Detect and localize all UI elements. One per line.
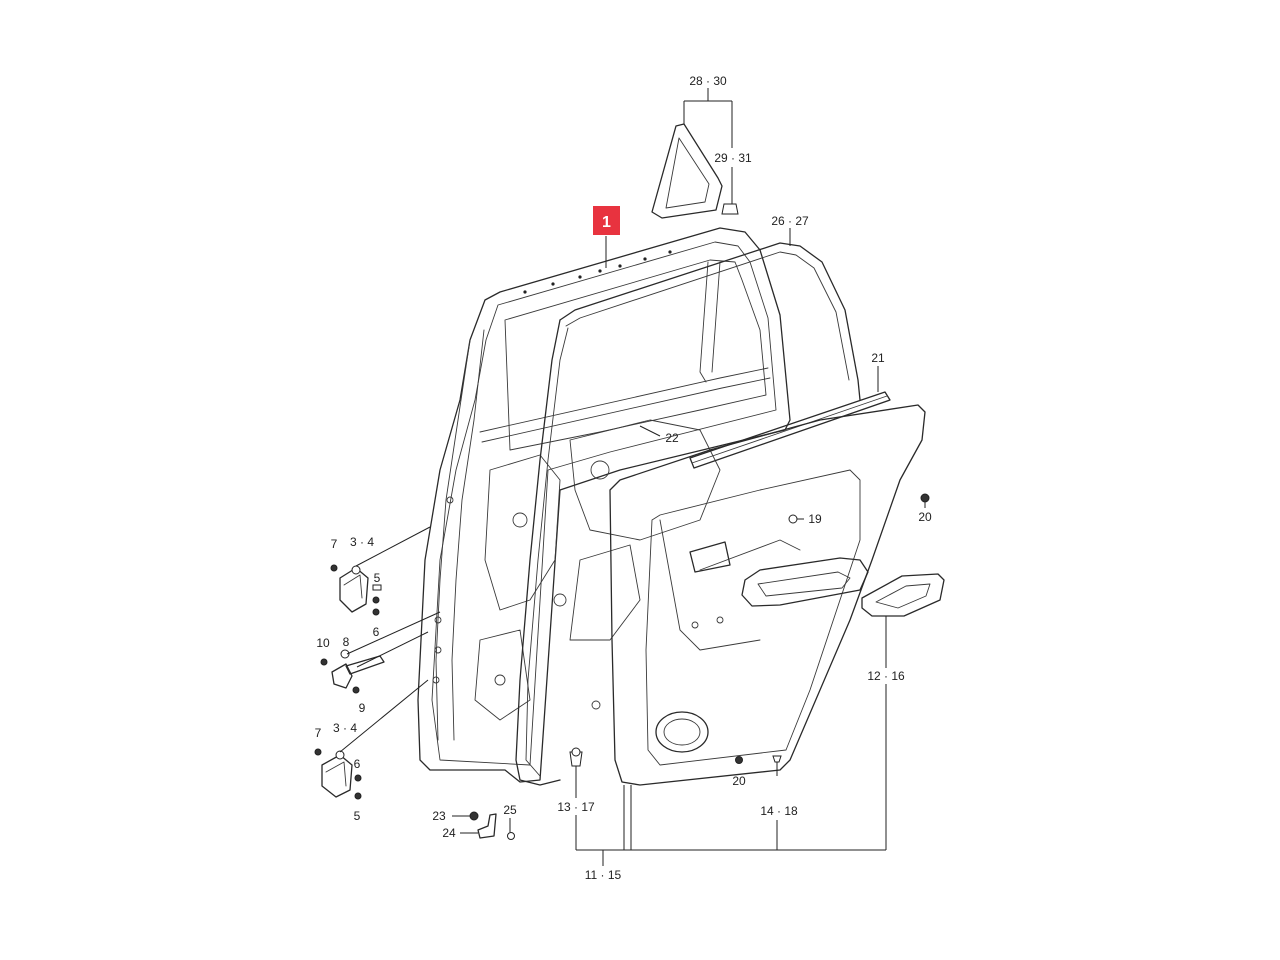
lower-hinge <box>314 748 362 800</box>
callout-8[interactable]: 8 <box>343 635 350 649</box>
callout-3-4-lower[interactable]: 3 · 4 <box>333 721 357 735</box>
callout-22[interactable]: 22 <box>665 431 679 445</box>
callout-11-15[interactable]: 11 · 15 <box>585 868 622 882</box>
callout-26-27[interactable]: 26 · 27 <box>771 214 809 228</box>
striker-plate <box>469 811 515 840</box>
window-switch-bezel <box>861 573 945 617</box>
part-1-badge[interactable]: 1 <box>593 206 620 235</box>
badge-background <box>593 206 620 235</box>
callout-28-30[interactable]: 28 · 30 <box>689 74 727 88</box>
callout-6-upper[interactable]: 6 <box>373 625 380 639</box>
callout-14-18[interactable]: 14 · 18 <box>760 804 798 818</box>
callout-20-lower[interactable]: 20 <box>732 774 746 788</box>
window-belt-channel <box>689 391 891 469</box>
door-trim-panel <box>609 404 926 786</box>
callout-13-17[interactable]: 13 · 17 <box>557 800 595 814</box>
door-weatherstrip <box>515 242 861 786</box>
clips-and-screws <box>569 493 930 776</box>
callout-19[interactable]: 19 <box>808 512 822 526</box>
callout-23[interactable]: 23 <box>432 809 446 823</box>
callout-9[interactable]: 9 <box>359 701 366 715</box>
callout-12-16[interactable]: 12 · 16 <box>867 669 905 683</box>
callout-24[interactable]: 24 <box>442 826 456 840</box>
callout-3-4-upper[interactable]: 3 · 4 <box>350 535 374 549</box>
callout-10[interactable]: 10 <box>316 636 330 650</box>
callout-5-upper[interactable]: 5 <box>374 571 381 585</box>
callout-7-lower[interactable]: 7 <box>315 726 322 740</box>
callout-labels: 28 · 30 29 · 31 26 · 27 21 22 19 20 7 3 … <box>315 74 932 882</box>
callout-5-lower[interactable]: 5 <box>354 809 361 823</box>
part-1-label: 1 <box>602 214 611 231</box>
quarter-window-trim <box>651 123 739 219</box>
upper-hinge <box>330 564 382 616</box>
door-shell <box>417 227 791 783</box>
callout-29-31[interactable]: 29 · 31 <box>714 151 752 165</box>
callout-7-upper[interactable]: 7 <box>331 537 338 551</box>
callout-6-lower[interactable]: 6 <box>354 757 361 771</box>
callout-21[interactable]: 21 <box>871 351 885 365</box>
callout-leaders <box>339 88 926 866</box>
callout-25[interactable]: 25 <box>503 803 517 817</box>
door-check <box>320 649 385 694</box>
callout-20-upper[interactable]: 20 <box>918 510 932 524</box>
